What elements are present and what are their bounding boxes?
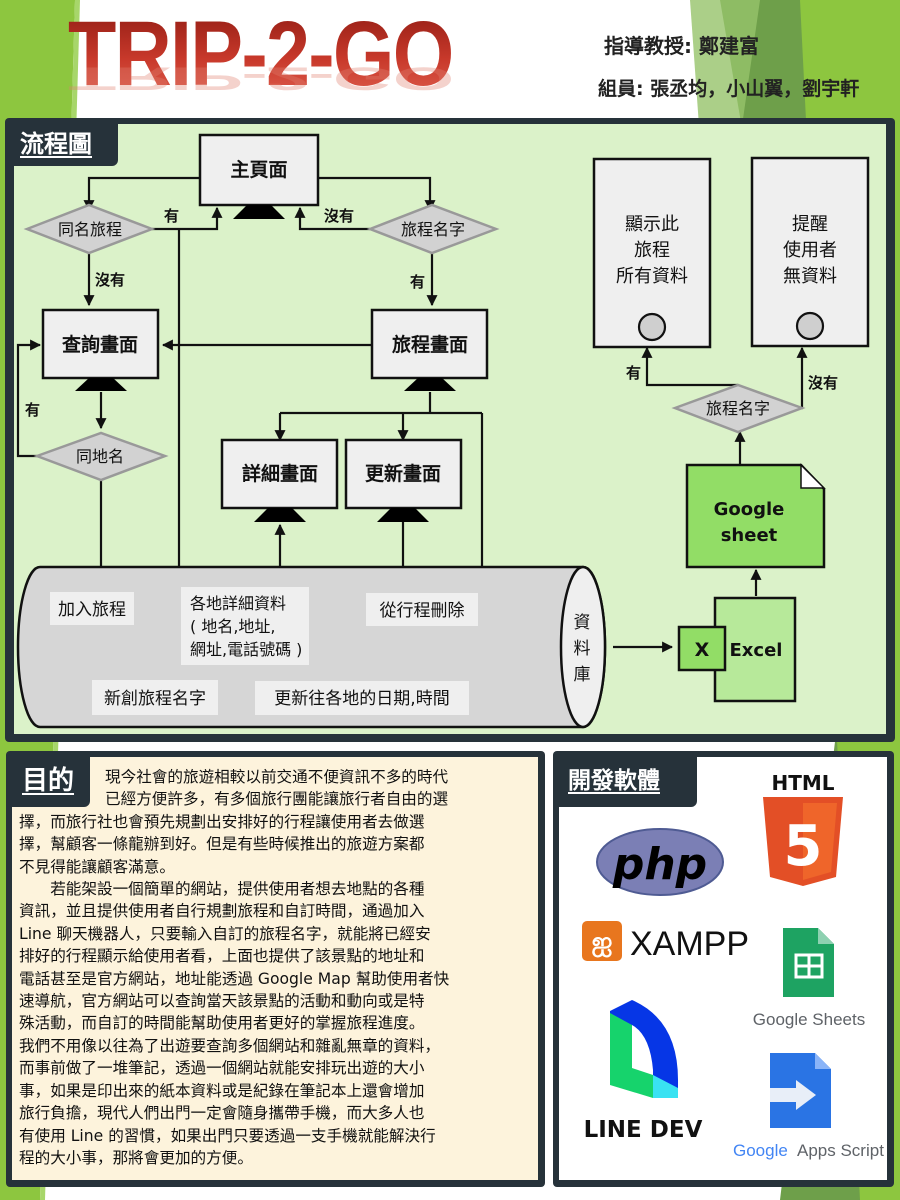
node-update-page [344,438,463,510]
node-main-page [198,133,320,207]
decision-trip-name [366,203,500,255]
label-no-2: 沒有 [95,271,125,289]
edge-trip-name2-no [796,346,808,410]
purpose-line: 程的大小事，那將會更加的方便。 [19,1148,253,1167]
monitor-stand-update [377,508,429,522]
decision-trip-name-2 [671,383,806,434]
purpose-line: 速導航，官方網站可以查詢當天該景點的活動和動向或是特 [19,992,425,1011]
node-detail-page [220,438,339,510]
node-trip-page-label: 旅程畫面 [392,333,468,356]
node-update-page-label: 更新畫面 [365,462,441,485]
purpose-line: 我們不用像以往為了出遊要查詢多個網站和雜亂無章的資料， [19,1036,441,1055]
purpose-line: 現今社會的旅遊相較以前交通不便資訊不多的時代 [105,768,449,786]
edge-trip-branch [280,392,482,415]
software-body [559,757,887,1180]
purpose-line: 擇，幫顧客一條龍辦到好。但是有些時候推出的旅遊方案都 [19,835,425,854]
purpose-line: 殊活動，而自訂的時間能幫助使用者更好的掌握旅程進度。 [19,1014,425,1033]
node-show-all-data-line-3: 所有資料 [616,266,688,287]
button-circle-remind [795,311,825,341]
edge-same-place-yes [16,339,42,458]
database-label-1: 資 [574,613,591,633]
purpose-line: 電話甚至是官方網站，地址能透過 Google Map 幫助使用者快 [19,969,450,988]
purpose-line: 排好的行程顯示給使用者看，上面也提供了該景點的地址和 [19,947,425,966]
advisor-label: 指導教授: 鄭建富 [604,34,759,58]
label-yes-4: 有 [626,364,641,382]
node-detail-page-label: 詳細畫面 [242,462,318,485]
db-item-place-details-2: ( 地名,地址, [190,617,276,636]
monitor-stand-trip [404,378,456,391]
purpose-line: 資訊，並且提供使用者自行規劃旅程和自訂時間，通過加入 [19,902,425,921]
edge-main-to-trip-name [318,176,436,212]
label-no-3: 沒有 [808,374,838,392]
google-sheet-fold [800,463,826,489]
monitor-stand-detail [254,508,306,522]
node-remind-line-3: 無資料 [783,266,837,287]
decision-same-place [33,431,169,482]
database-label-2: 料 [574,639,591,659]
node-google-sheet [685,463,826,569]
purpose-line: 若能架設一個簡單的網站，提供使用者想去地點的各種 [19,880,425,899]
edge-main-to-same-trip [83,176,200,212]
monitor-stand-search [75,378,127,391]
node-google-sheet-line-2: sheet [721,525,778,546]
db-item-join-trip-bg [50,592,134,625]
label-yes-3: 有 [25,401,40,419]
software-panel [553,751,894,1187]
node-google-sheet-line-1: Google [714,499,785,520]
node-excel-icon: X [695,639,710,661]
purpose-line: 不見得能讓顧客滿意。 [19,857,175,876]
node-show-all-data-line-1: 顯示此 [625,214,679,235]
purpose-paragraph: 現今社會的旅遊相較以前交通不便資訊不多的時代 已經方便許多，有多個旅行團能讓旅行… [19,766,539,1169]
decision-trip-name-2-label: 旅程名字 [706,399,770,418]
label-no-1: 沒有 [324,207,354,225]
monitor-stand-main [233,205,285,219]
decision-same-place-label: 同地名 [76,447,124,466]
purpose-section-label: 目的 [12,757,90,807]
app-title: TRIP-2-GO [68,3,454,105]
purpose-line: 擇，而旅行社也會預先規劃出安排好的行程讓使用者去做選 [19,812,425,831]
db-item-place-details-3: 網址,電話號碼 ) [190,640,302,659]
db-item-place-details-bg [181,587,309,665]
node-search-page-label: 查詢畫面 [61,333,138,356]
edge-trip-name2-yes [641,346,738,387]
db-item-delete-bg [366,593,478,626]
node-show-all-data-line-2: 旅程 [634,240,670,261]
db-item-update-dates-bg [255,681,469,715]
purpose-body [12,757,538,1180]
node-excel-label: Excel [730,640,783,661]
db-item-new-trip-name-bg [92,680,218,715]
purpose-line: 旅行負擔，現代人們出門一定會隨身攜帶手機，而大多人也 [19,1104,425,1123]
right-green-stripe-light [690,0,760,140]
label-yes-2: 有 [410,273,425,291]
decision-same-trip [23,203,156,255]
purpose-line: 事，如果是印出來的紙本資料或是紀錄在筆記本上還會增加 [19,1081,425,1100]
purpose-line: Line 聊天機器人，只要輸入自訂的旅程名字，就能將已經安 [19,924,431,943]
software-section-label: 開發軟體 [559,757,697,807]
edge-same-trip-yes [152,206,223,231]
flowchart-section-label: 流程圖 [12,124,118,166]
node-main-page-label: 主頁面 [230,159,287,181]
db-item-new-trip-name: 新創旅程名字 [104,689,206,709]
db-item-delete-from-trip: 從行程刪除 [380,601,465,621]
purpose-line: 有使用 Line 的習慣，如果出門只要透過一支手機就能解決行 [19,1126,436,1145]
node-trip-page [370,308,489,380]
members-label: 組員: 張丞均，小山翼，劉宇軒 [598,78,860,100]
purpose-line: 已經方便許多，有多個旅行團能讓旅行者自由的選 [105,790,449,809]
node-remind-line-1: 提醒 [792,214,828,235]
db-item-update-dates: 更新往各地的日期,時間 [274,689,449,709]
purpose-panel [6,751,545,1187]
decision-trip-name-label: 旅程名字 [401,220,465,239]
flowchart-diagram: 主頁面 同名旅程 旅程名字 有 沒有 沒有 有 有 查詢畫面 旅程畫面 同地名 … [16,133,870,729]
decision-same-trip-label: 同名旅程 [58,220,122,239]
label-yes-1: 有 [164,207,179,225]
node-excel-icon-box [677,625,727,672]
purpose-line: 而事前做了一堆筆記，透過一個網站就能安排玩出遊的大小 [19,1059,425,1078]
edge-trip-name-no [294,206,370,231]
db-item-place-details-1: 各地詳細資料 [190,594,286,613]
node-remind-line-2: 使用者 [783,240,837,261]
db-item-join-trip: 加入旅程 [58,600,126,620]
database-label-3: 庫 [574,665,591,685]
button-circle-show [637,312,667,342]
node-search-page [41,308,160,380]
